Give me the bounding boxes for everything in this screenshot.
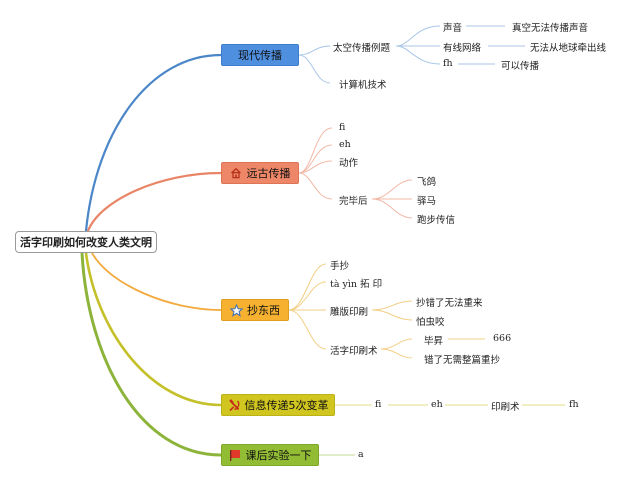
branch-modern-label: 现代传播: [238, 49, 282, 62]
leaf-ancient-fi[interactable]: fi: [339, 122, 346, 133]
leaf-tayin[interactable]: tà yìn 拓 印: [330, 279, 383, 290]
leaf-info-eh[interactable]: eh: [431, 399, 443, 410]
leaf-pigeon[interactable]: 飞鸽: [417, 177, 437, 188]
branch-lab-label: 课后实验一下: [245, 449, 312, 462]
branch-ancient[interactable]: 远古传播: [221, 162, 299, 184]
leaf-movable[interactable]: 活字印刷术: [330, 346, 378, 357]
link-root-copy: [91, 252, 222, 311]
hammer-sickle-icon: [228, 398, 241, 412]
leaf-after[interactable]: 完毕后: [339, 196, 368, 207]
branch-copy-label: 抄东西: [247, 304, 280, 317]
link-root-info: [84, 252, 222, 407]
leaf-bisheng[interactable]: 毕昇: [424, 336, 444, 347]
star-icon: [230, 303, 243, 317]
branch-info[interactable]: 信息传递5次变革: [221, 394, 335, 416]
leaf-movable-err[interactable]: 错了无需整篇重抄: [424, 355, 501, 366]
link-root-lab: [80, 252, 222, 457]
leaf-horse[interactable]: 驿马: [417, 196, 437, 207]
root-topic-label: 活字印刷如何改变人类文明: [20, 236, 152, 249]
home-icon: [230, 167, 243, 180]
leaf-sound[interactable]: 声音: [443, 23, 463, 34]
branch-info-label: 信息传递5次变革: [244, 399, 329, 412]
leaf-info-fi[interactable]: fi: [375, 399, 382, 410]
leaf-fh-detail[interactable]: 可以传播: [501, 61, 540, 72]
branch-modern[interactable]: 现代传播: [221, 44, 299, 66]
root-topic[interactable]: 活字印刷如何改变人类文明: [15, 231, 157, 253]
leaf-action[interactable]: 动作: [339, 158, 359, 169]
leaf-info-print[interactable]: 印刷术: [491, 402, 520, 413]
leaf-lab-a[interactable]: a: [358, 449, 364, 460]
link-root-modern: [84, 53, 222, 232]
leaf-computer[interactable]: 计算机技术: [339, 80, 387, 91]
leaf-wired[interactable]: 有线网络: [443, 43, 482, 54]
leaf-space-example[interactable]: 太空传播例题: [333, 43, 391, 54]
leaf-info-fh[interactable]: fh: [569, 399, 579, 410]
link-root-ancient: [86, 171, 222, 232]
flag-icon: [229, 449, 242, 462]
leaf-666[interactable]: 666: [493, 333, 512, 344]
branch-lab[interactable]: 课后实验一下: [221, 444, 319, 466]
leaf-sound-detail[interactable]: 真空无法传播声音: [512, 23, 589, 34]
leaf-fh[interactable]: fh: [443, 58, 453, 69]
leaf-handcopy[interactable]: 手抄: [330, 261, 350, 272]
leaf-carving-bug[interactable]: 怕虫咬: [416, 317, 445, 328]
leaf-carving-err[interactable]: 抄错了无法重来: [416, 298, 483, 309]
branch-copy[interactable]: 抄东西: [221, 299, 289, 321]
branch-ancient-label: 远古传播: [246, 167, 291, 180]
leaf-wired-detail[interactable]: 无法从地球牵出线: [530, 43, 607, 54]
leaf-runner[interactable]: 跑步传信: [417, 215, 456, 226]
leaf-carving[interactable]: 雕版印刷: [330, 307, 369, 318]
leaf-ancient-eh[interactable]: eh: [339, 139, 351, 150]
